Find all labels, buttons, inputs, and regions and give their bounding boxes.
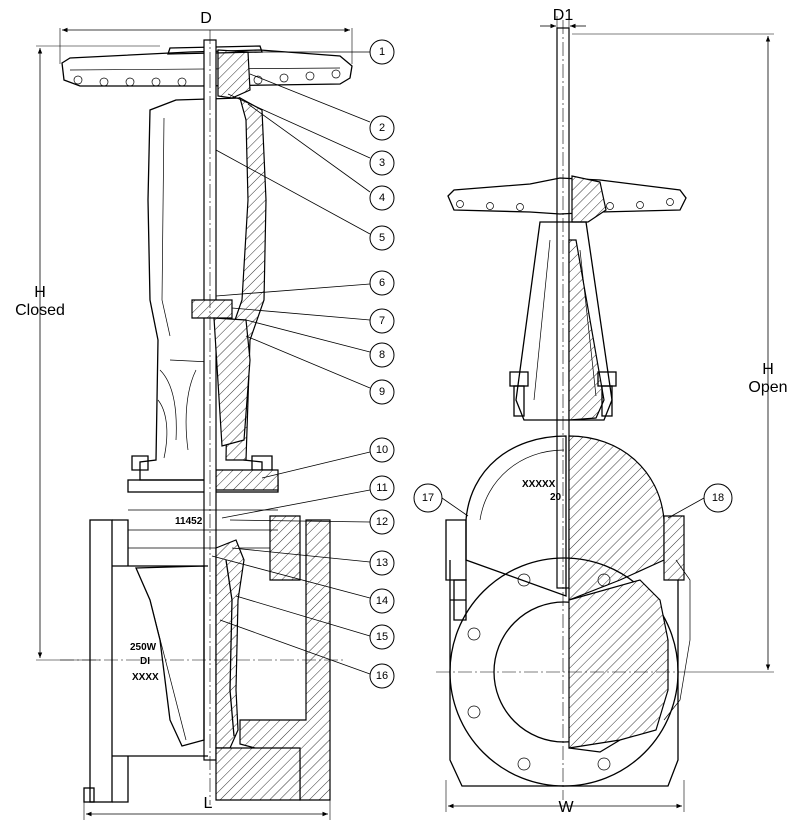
callout-11-bubble: [369, 475, 395, 501]
handwheel-left: [61, 45, 353, 99]
casting-rating: 250W: [130, 642, 157, 653]
handwheel-right: [447, 177, 687, 215]
callout-18-bubble: [703, 483, 733, 513]
callout-1: 1: [369, 39, 395, 65]
callouts: 1 2 3 4 5 6 7 8 9 10 11 12 13 14 15 16 1…: [369, 39, 733, 689]
callout-12-bubble: [369, 509, 395, 535]
callout-8: 8: [369, 342, 395, 368]
callout-15: 15: [369, 624, 395, 650]
callout-17-number: 17: [422, 492, 434, 504]
callout-17-bubble: [413, 483, 443, 513]
callout-9-number: 9: [379, 386, 385, 398]
callout-16-number: 16: [376, 670, 388, 682]
callout-11-number: 11: [376, 482, 387, 494]
callout-6: 6: [369, 270, 395, 296]
dim-H-closed-label: H: [34, 284, 46, 301]
callout-10-number: 10: [376, 444, 388, 456]
callout-7-number: 7: [379, 315, 385, 327]
callout-8-bubble: [369, 342, 395, 368]
callout-14-number: 14: [376, 595, 388, 607]
callout-6-number: 6: [379, 277, 385, 289]
dimensions: D H Closed L D1 H Open W: [15, 7, 788, 820]
dim-H-closed-sub: Closed: [15, 302, 65, 319]
callout-3-bubble: [369, 150, 395, 176]
dim-H-open-label: H: [762, 361, 774, 378]
casting-heat-number: 11452: [175, 516, 203, 527]
valve-body-left: [83, 509, 331, 803]
front-view: XXXXX 20: [436, 20, 691, 800]
callout-4-bubble: [369, 185, 395, 211]
side-section-view: 250W DI XXXX 11452: [60, 30, 353, 805]
callout-4: 4: [369, 185, 395, 211]
callout-5: 5: [369, 225, 395, 251]
callout-5-number: 5: [379, 232, 385, 244]
casting-side-year: 20: [550, 492, 562, 503]
casting-material: DI: [140, 656, 150, 667]
dim-D1-label: D1: [553, 7, 574, 24]
callout-13-number: 13: [376, 557, 388, 569]
callout-11: 11: [369, 475, 395, 501]
callout-1-bubble: [369, 39, 395, 65]
callout-16: 16: [369, 663, 395, 689]
callout-12-number: 12: [376, 516, 388, 528]
callout-6-bubble: [369, 270, 395, 296]
dim-D-label: D: [200, 10, 212, 27]
dim-H-open-sub: Open: [748, 379, 787, 396]
callout-5-bubble: [369, 225, 395, 251]
casting-size: XXXX: [132, 672, 159, 683]
callout-10: 10: [369, 437, 395, 463]
callout-13-bubble: [369, 550, 395, 576]
callout-leaders: [211, 51, 705, 675]
callout-7-bubble: [369, 308, 395, 334]
callout-18-number: 18: [712, 492, 724, 504]
callout-9-bubble: [369, 379, 395, 405]
callout-2: 2: [369, 115, 395, 141]
callout-12: 12: [369, 509, 395, 535]
dim-L-label: L: [204, 795, 213, 812]
callout-4-number: 4: [379, 192, 385, 204]
callout-15-bubble: [369, 624, 395, 650]
callout-2-number: 2: [379, 122, 385, 134]
callout-16-bubble: [369, 663, 395, 689]
callout-7: 7: [369, 308, 395, 334]
callout-15-number: 15: [376, 631, 388, 643]
callout-1-number: 1: [379, 46, 385, 58]
callout-13: 13: [369, 550, 395, 576]
callout-3: 3: [369, 150, 395, 176]
callout-2-bubble: [369, 115, 395, 141]
callout-14: 14: [369, 588, 395, 614]
callout-8-number: 8: [379, 349, 385, 361]
callout-3-number: 3: [379, 157, 385, 169]
callout-14-bubble: [369, 588, 395, 614]
casting-side-mark: XXXXX: [522, 479, 556, 490]
callout-9: 9: [369, 379, 395, 405]
callout-10-bubble: [369, 437, 395, 463]
callout-18: 18: [703, 483, 733, 513]
dim-W-label: W: [558, 799, 574, 816]
callout-17: 17: [413, 483, 443, 513]
